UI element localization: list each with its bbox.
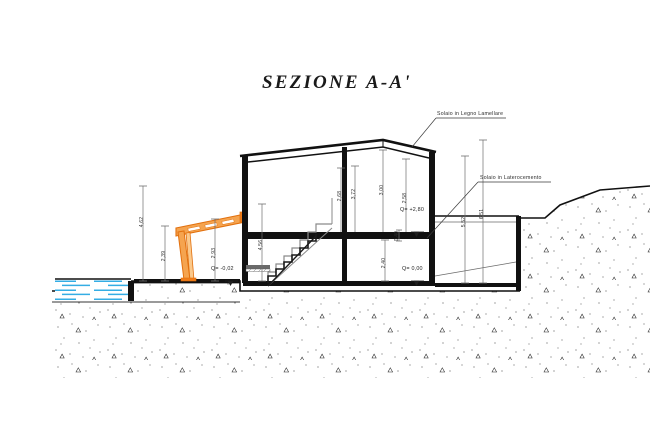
pergola-slot: [204, 222, 218, 229]
stair-lower-soffit: [267, 235, 317, 287]
dimensions-interior: [258, 149, 410, 282]
level-marker-first-floor: Q= +2,80: [400, 207, 424, 238]
annotation-solaio-legno: Solaio in Legno Lamellare: [411, 111, 506, 148]
retaining-wall-slab: [435, 283, 521, 287]
annotation-solaio-latero: Solaio in Laterocemento: [426, 175, 551, 239]
level-marker-ground-floor: Q= 0,00: [402, 266, 424, 287]
exterior-wall-left: [242, 156, 248, 283]
dimensions-pergola: [211, 218, 219, 282]
terrace-edge-wall: [128, 281, 134, 301]
dim-label-attic-right: 2,58: [402, 193, 408, 204]
level-label-first-floor: Q= +2,80: [400, 207, 424, 213]
pergola-slot: [187, 225, 201, 232]
leader-line: [426, 181, 479, 239]
stair-wall-left: [243, 239, 248, 281]
right-grade-line: [434, 261, 517, 277]
dim-label-right-ridge: 6,51: [479, 209, 485, 220]
dim-label-stair-void: 4,56: [258, 240, 264, 251]
dimensions-exterior-left: [139, 185, 169, 282]
partition-wall-lower: [342, 239, 347, 281]
dim-label-pergola-height: 2,93: [211, 248, 217, 259]
dim-label-ground-floor-height: 2,40: [381, 258, 387, 269]
pergola-group: [175, 211, 247, 282]
dim-label-attic-ridge: 3,00: [379, 185, 385, 196]
annotation-label-solaio-legno: Solaio in Legno Lamellare: [437, 111, 503, 117]
water-hatch: [55, 279, 131, 301]
retaining-wall-vertical: [516, 216, 521, 291]
drawing-title: SEZIONE A-A': [262, 72, 412, 93]
stair-landing-hatch: [245, 268, 271, 272]
pergola-base-plate: [180, 277, 197, 282]
dim-label-left-pergola: 2,39: [161, 251, 167, 262]
exterior-wall-right: [429, 152, 435, 283]
leader-line: [411, 117, 437, 148]
dim-label-slab-thickness: 0,40: [394, 231, 400, 242]
stair-landing-slab: [246, 265, 270, 269]
pergola-slot: [221, 218, 235, 225]
dim-label-attic-mid-left: 3,72: [351, 189, 357, 200]
partition-wall-upper: [342, 147, 347, 232]
ground-floor-slab: [243, 281, 435, 286]
right-retaining-group: [434, 215, 521, 291]
level-label-terrace: Q= -0,02: [211, 266, 234, 272]
annotation-label-solaio-latero: Solaio in Laterocemento: [480, 175, 542, 181]
level-label-ground-floor: Q= 0,00: [402, 266, 423, 272]
stair-upper-soffit: [267, 227, 333, 287]
soil-hatch-area: [52, 186, 650, 378]
intermediate-floor-slab: [248, 232, 429, 239]
level-marker-terrace: Q= -0,02: [211, 266, 238, 287]
dimensions-exterior-right: [461, 139, 487, 284]
dim-label-left-total: 4,62: [139, 217, 145, 228]
staircase-group: [245, 198, 333, 287]
water-body-group: [55, 278, 131, 301]
dim-label-right-eave: 5,52: [461, 217, 467, 228]
stair-lower-flight: [267, 234, 317, 283]
dim-label-attic-left: 2,68: [337, 191, 343, 202]
